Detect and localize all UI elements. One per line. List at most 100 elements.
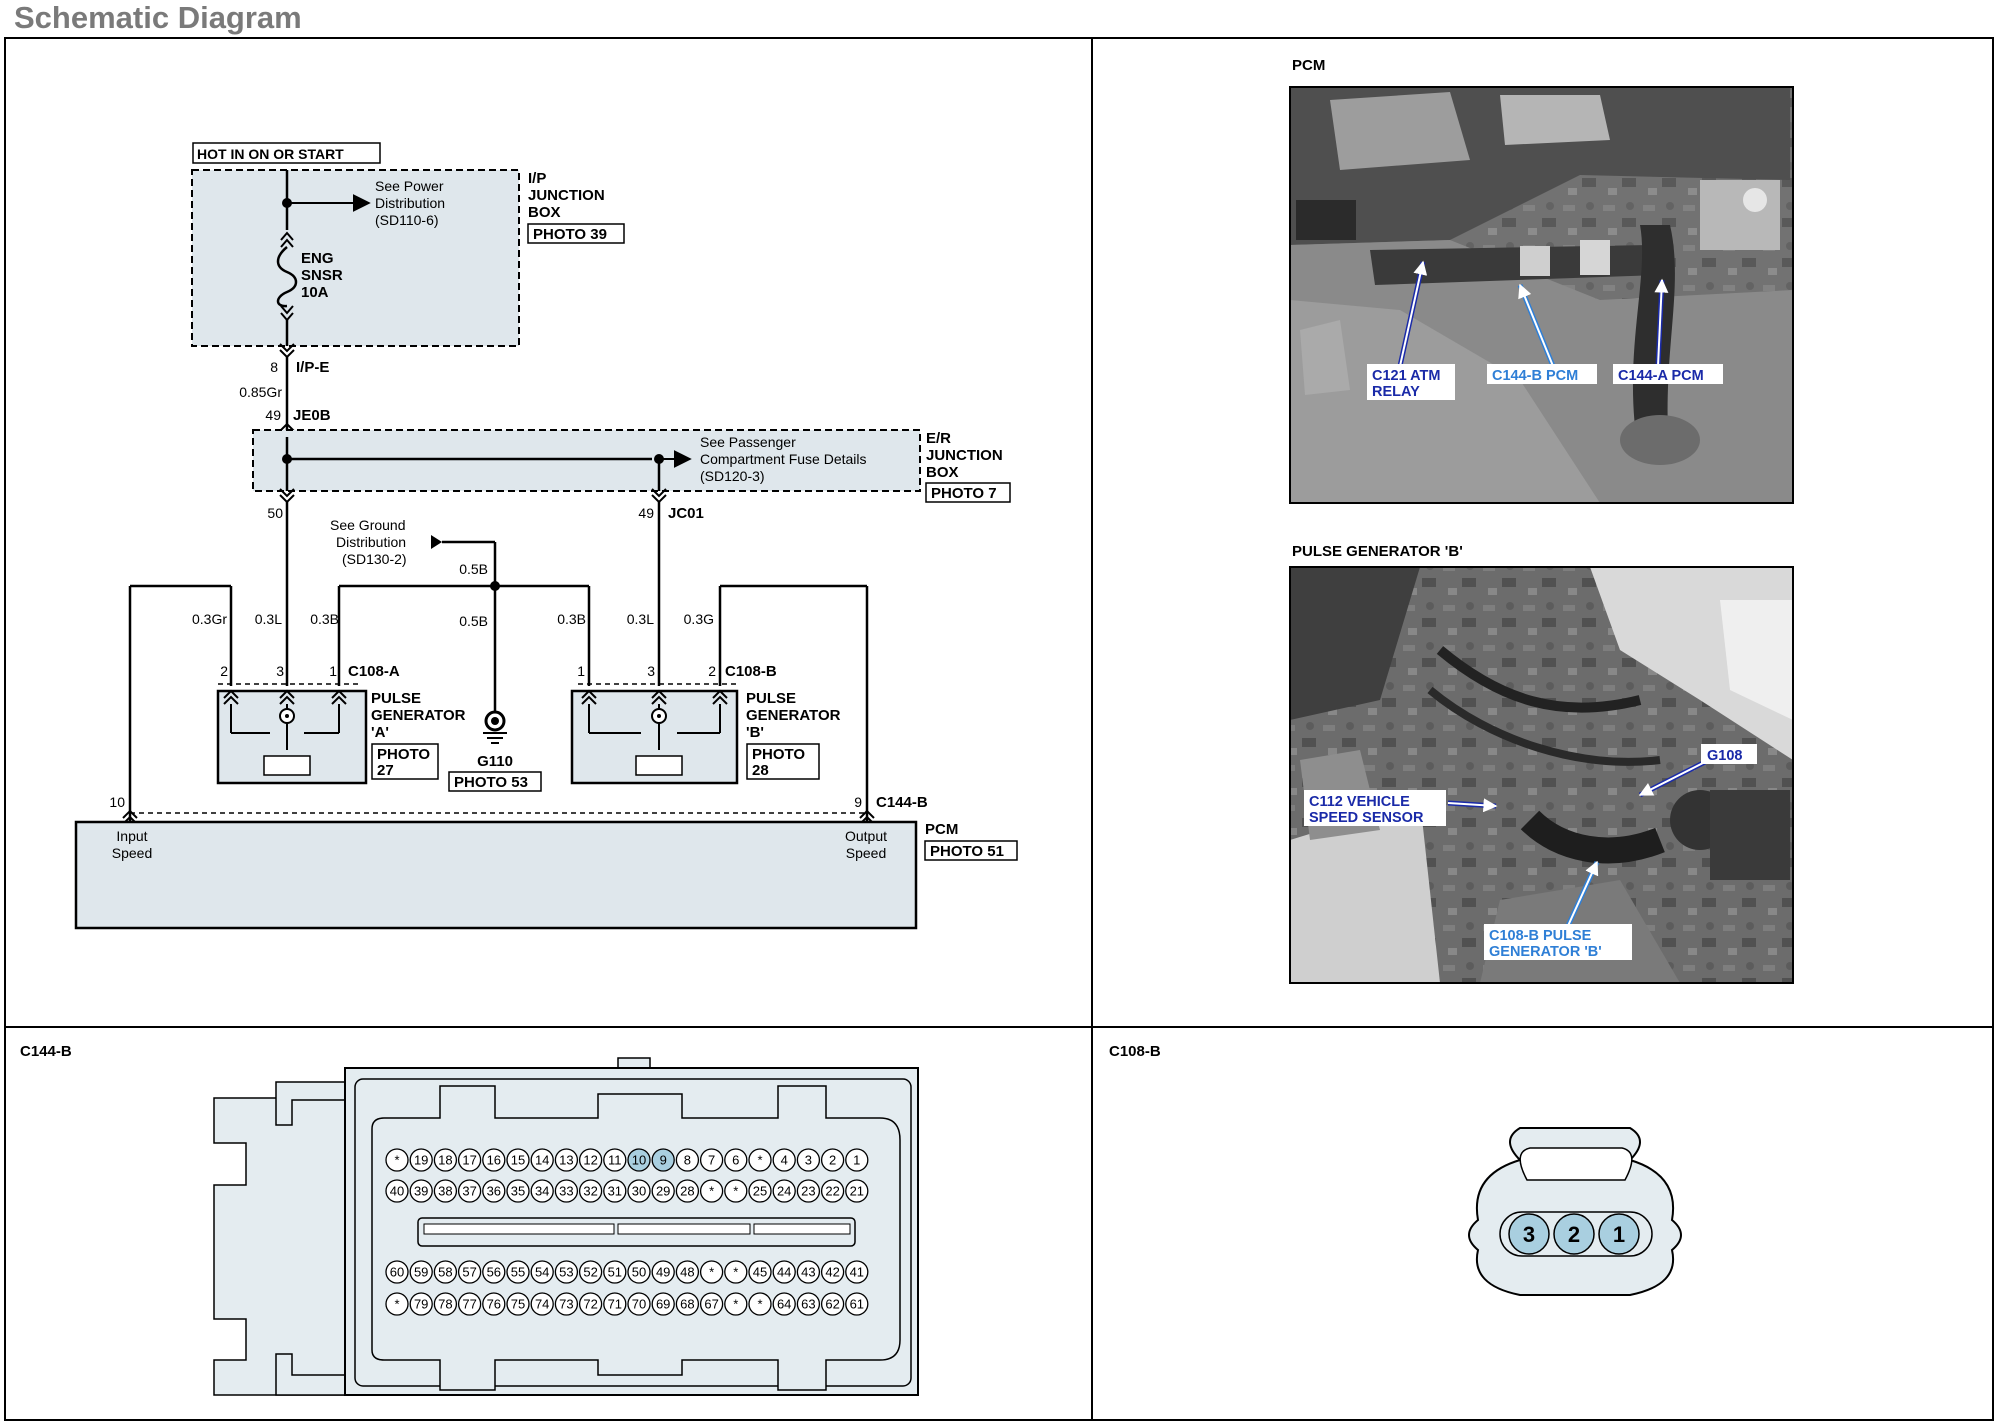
svg-text:57: 57 [462,1265,476,1280]
wire-b-2: 0.3L [627,611,654,627]
svg-text:71: 71 [608,1297,622,1312]
c144b-pin: 39 [409,1179,433,1203]
c144b-pin: 50 [627,1260,651,1284]
callout-c121-2: RELAY [1372,384,1420,400]
je0b-connector: JE0B [293,407,331,424]
svg-text:64: 64 [777,1297,791,1312]
svg-text:15: 15 [511,1153,525,1168]
pin-50: 50 [267,505,283,521]
c144b-pin: 40 [385,1179,409,1203]
svg-text:53: 53 [559,1265,573,1280]
c144b-pin: 60 [385,1260,409,1284]
c144b-pin: 29 [651,1179,675,1203]
svg-text:59: 59 [414,1265,428,1280]
svg-text:39: 39 [414,1184,428,1199]
ip-photo-box [527,223,625,244]
see-power-2: Distribution [375,195,445,211]
er-junction-box [252,429,921,492]
c144b-pin: 70 [627,1292,651,1316]
svg-text:10: 10 [632,1153,646,1168]
svg-text:31: 31 [608,1184,622,1199]
c144b-pin: 38 [433,1179,458,1203]
jc01-pin: 49 [638,505,654,521]
c144b-pin: 7 [699,1148,724,1172]
er-junction-box-name-2: JUNCTION [926,447,1003,464]
c144b-pin: 13 [554,1148,579,1172]
c144b-pin: 19 [409,1148,433,1172]
c144b-pin: 55 [506,1260,530,1284]
svg-text:79: 79 [414,1297,428,1312]
svg-text:72: 72 [583,1297,597,1312]
svg-text:61: 61 [850,1297,864,1312]
pg-b-photo-box [746,743,820,780]
fuse-name-3: 10A [301,284,329,301]
svg-text:2: 2 [829,1153,836,1168]
pcm-photo-box [924,840,1018,861]
c144b-pin: * [724,1292,748,1316]
svg-text:28: 28 [680,1184,694,1199]
svg-text:*: * [394,1297,399,1312]
c144b-pin: 37 [457,1179,482,1203]
c144b-pin: 32 [578,1179,603,1203]
c144b-pin: 1 [845,1148,869,1172]
svg-text:*: * [394,1153,399,1168]
callout-c144b: C144-B PCM [1492,368,1578,384]
svg-text:34: 34 [535,1184,549,1199]
c144b-pin: * [748,1148,772,1172]
svg-text:1: 1 [1613,1222,1625,1247]
svg-text:22: 22 [825,1184,839,1199]
c144b-pin: 61 [845,1292,869,1316]
c144b-pin: 12 [578,1148,603,1172]
c144b-pin: 3 [796,1148,821,1172]
svg-text:56: 56 [487,1265,501,1280]
c144b-pin: * [385,1148,409,1172]
svg-text:42: 42 [825,1265,839,1280]
fuse-name-2: SNSR [301,267,343,284]
pcm-box [74,820,918,930]
wire-a-3: 0.3B [310,611,339,627]
svg-text:25: 25 [753,1184,767,1199]
callout-c108b-2: GENERATOR 'B' [1489,944,1602,960]
c144b-pin: 17 [457,1148,482,1172]
c144b-pin: 58 [433,1260,458,1284]
c144b-pin: 59 [409,1260,433,1284]
c144b-pin: 14 [530,1148,554,1172]
c144b-pin: * [699,1179,724,1203]
pcm-photo-panel: PCM C121 ATM RELAY [1289,57,1794,504]
svg-text:58: 58 [438,1265,452,1280]
ground-photo-box [448,771,542,792]
c144b-pin-out: 9 [854,794,862,810]
svg-text:*: * [733,1297,738,1312]
svg-text:73: 73 [559,1297,573,1312]
c144b-pin: 16 [482,1148,506,1172]
hot-label: HOT IN ON OR START [197,146,344,162]
pg-b-name-1: PULSE [746,690,796,707]
svg-text:32: 32 [583,1184,597,1199]
c144b-pin: 54 [530,1260,554,1284]
c144b-pin: 43 [796,1260,821,1284]
pg-a-photo-2: 27 [377,762,394,779]
c144b-pin: 9 [651,1148,675,1172]
svg-text:9: 9 [660,1153,667,1168]
pg-photo-title: PULSE GENERATOR 'B' [1292,543,1463,560]
c144b-pin: 44 [772,1260,796,1284]
svg-text:24: 24 [777,1184,791,1199]
svg-text:3: 3 [1523,1222,1535,1247]
ipe-connector: I/P-E [296,359,329,376]
svg-text:16: 16 [487,1153,501,1168]
svg-text:55: 55 [511,1265,525,1280]
c144b-pin: 78 [433,1292,458,1316]
c144b-view-title: C144-B [20,1043,72,1060]
wiring-schematic: HOT IN ON OR START I/P JUNCTION BOX PHOT… [74,142,1018,930]
c144b-connector-body [213,1057,919,1396]
c144b-pin: 48 [675,1260,700,1284]
c144b-pin: 45 [748,1260,772,1284]
svg-text:7: 7 [708,1153,715,1168]
pg-b-name-3: 'B' [746,724,764,741]
c144b-pin: 49 [651,1260,675,1284]
svg-text:75: 75 [511,1297,525,1312]
c144b-pin: * [699,1260,724,1284]
callout-c144a: C144-A PCM [1618,368,1704,384]
page-title: Schematic Diagram [14,0,302,35]
